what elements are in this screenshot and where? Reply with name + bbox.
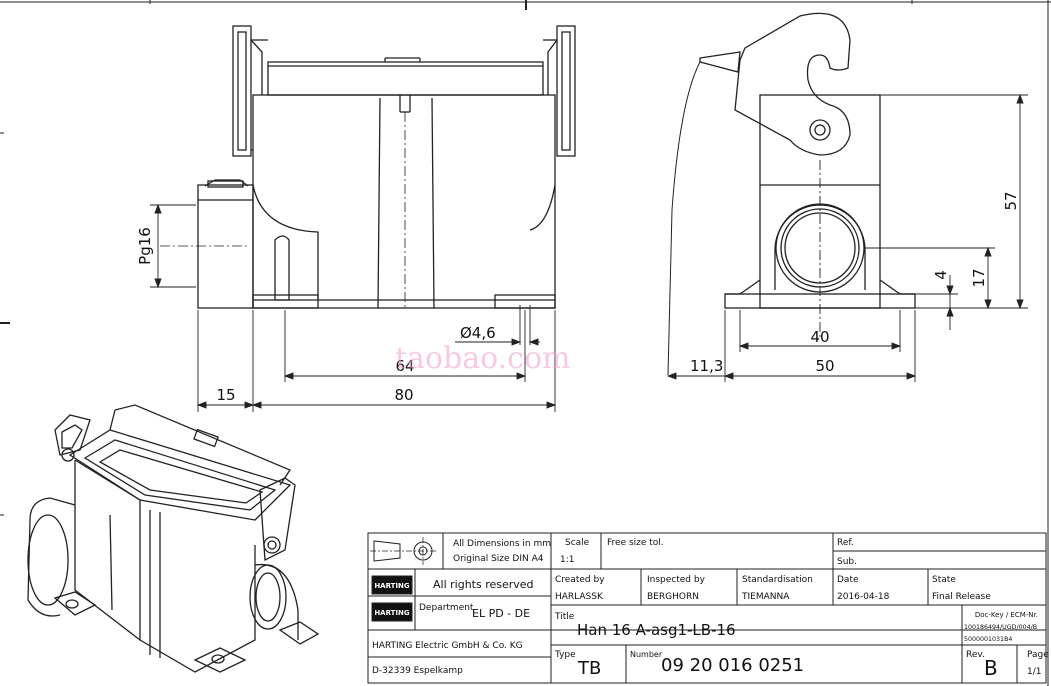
state-label: State — [932, 575, 956, 585]
company-address: D-32339 Espelkamp — [372, 666, 463, 676]
logo-text-2: HARTING — [374, 609, 410, 617]
inspected-label: Inspected by — [647, 575, 706, 585]
front-dimension-texts: Pg16 64 15 80 Ø4,6 — [136, 227, 496, 404]
title-label: Title — [554, 612, 575, 622]
page-label: Page — [1027, 650, 1049, 660]
watermark: taobao.com — [395, 341, 570, 376]
dim-64: 64 — [395, 357, 414, 375]
number-label: Number — [630, 650, 663, 659]
department-label: Department — [419, 603, 474, 613]
date-value: 2016-04-18 — [837, 592, 890, 602]
scale-label: Scale — [565, 538, 590, 548]
rights-text: All rights reserved — [433, 578, 534, 591]
dim-80: 80 — [394, 386, 413, 404]
side-dimension-lines — [666, 93, 1028, 382]
company-name: HARTING Electric GmbH & Co. KG — [372, 641, 523, 651]
page-value: 1/1 — [1027, 667, 1041, 677]
dockey-line-2: 100186494/UGD/004/B — [964, 624, 1037, 631]
title-value: Han 16 A-asg1-LB-16 — [577, 621, 736, 639]
number-value: 09 20 016 0251 — [661, 655, 804, 676]
dim-11-3: 11,3 — [690, 357, 723, 375]
dockey-line-1: Doc-Key / ECM-Nr. — [975, 611, 1038, 619]
dim-pg16: Pg16 — [136, 227, 154, 265]
side-dimension-texts: 40 50 11,3 57 17 4 — [690, 191, 1020, 375]
rev-label: Rev. — [966, 650, 985, 660]
type-label: Type — [554, 650, 576, 660]
dim-dia-4-6: Ø4,6 — [460, 324, 496, 342]
symbol-note-1: All Dimensions in mm — [453, 539, 551, 549]
created-label: Created by — [555, 575, 605, 585]
sub-label: Sub. — [837, 557, 857, 567]
dim-57: 57 — [1002, 191, 1020, 210]
created-value: HARLASSK — [555, 592, 604, 602]
state-value: Final Release — [932, 592, 991, 602]
date-label: Date — [837, 575, 859, 585]
logo-text: HARTING — [374, 582, 410, 590]
dim-4: 4 — [932, 270, 950, 280]
side-view — [667, 12, 916, 376]
dim-40: 40 — [810, 328, 829, 346]
standard-label: Standardisation — [742, 575, 813, 585]
type-value: TB — [577, 658, 601, 679]
department-value: EL PD - DE — [472, 607, 530, 620]
rev-value: B — [984, 656, 998, 680]
symbol-note-2: Original Size DIN A4 — [453, 554, 544, 564]
isometric-view — [27, 404, 320, 673]
front-dimension-lines — [150, 203, 557, 412]
tolerance-text: Free size tol. — [607, 538, 664, 548]
scale-value: 1:1 — [560, 555, 574, 565]
dim-15: 15 — [216, 386, 235, 404]
title-block — [367, 532, 1047, 684]
dim-17: 17 — [970, 268, 988, 287]
front-view — [160, 25, 576, 309]
ref-label: Ref. — [837, 538, 854, 548]
standard-value: TIEMANNA — [741, 592, 790, 602]
dim-50: 50 — [815, 357, 834, 375]
inspected-value: BERGHORN — [647, 592, 699, 602]
title-block-texts: All Dimensions in mm Original Size DIN A… — [372, 538, 1049, 680]
dockey-line-3: 5000001031B4 — [964, 636, 1012, 643]
